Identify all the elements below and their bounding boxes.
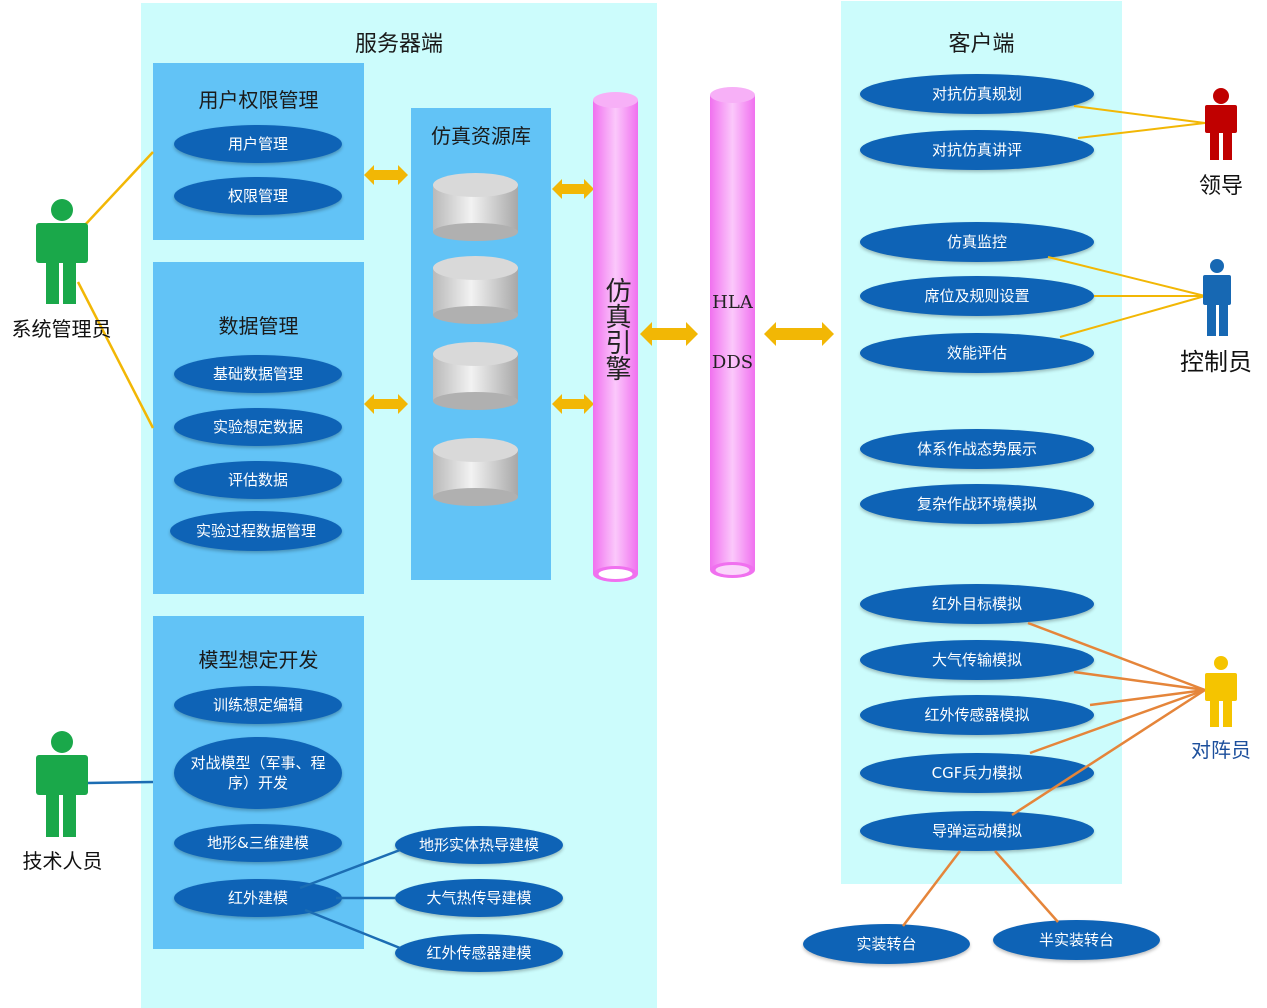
atmosphere-heat-transfer-modeling[interactable]: 大气热传导建模 (395, 879, 563, 917)
ir-sub-connections (299, 848, 401, 950)
confrontation-sim-planning[interactable]: 对抗仿真规划 (860, 74, 1094, 114)
sysadmin-connections (76, 151, 155, 429)
effectiveness-evaluation[interactable]: 效能评估 (860, 333, 1094, 373)
opponent-label: 对阵员 (1191, 738, 1251, 762)
dds-label: DDS (711, 352, 754, 373)
ir-sensor-sim[interactable]: 红外传感器模拟 (860, 695, 1094, 735)
resource-library-title: 仿真资源库 (431, 124, 531, 148)
training-scenario-editing[interactable]: 训练想定编辑 (174, 686, 342, 724)
data-management-title: 数据管理 (218, 314, 299, 338)
sysadmin-label: 系统管理员 (11, 317, 112, 341)
sysadmin-actor-icon (36, 199, 88, 304)
arrow-userperm-lib (364, 165, 408, 185)
client-title: 客户端 (948, 32, 1015, 57)
missile-motion-sim[interactable]: 导弹运动模拟 (860, 811, 1094, 851)
evaluation-data[interactable]: 评估数据 (174, 461, 342, 499)
real-turntable[interactable]: 实装转台 (803, 924, 970, 964)
leader-label: 领导 (1198, 174, 1243, 199)
database-cylinders (433, 173, 518, 506)
semi-real-turntable[interactable]: 半实装转台 (993, 920, 1160, 960)
system-combat-situation-display[interactable]: 体系作战态势展示 (860, 429, 1094, 469)
tech-actor-icon (36, 731, 88, 837)
opponent-connections (1011, 621, 1206, 817)
arrow-middleware-client (764, 322, 834, 346)
ir-sensor-modeling[interactable]: 红外传感器建模 (395, 934, 563, 972)
double-arrows (364, 165, 834, 414)
complex-combat-environment-sim[interactable]: 复杂作战环境模拟 (860, 484, 1094, 524)
server-title: 服务器端 (354, 32, 443, 57)
controller-label: 控制员 (1180, 348, 1252, 376)
user-management[interactable]: 用户管理 (174, 125, 342, 163)
infrared-modeling[interactable]: 红外建模 (174, 879, 342, 917)
basic-data-management[interactable]: 基础数据管理 (174, 355, 342, 393)
hla-label: HLA (712, 292, 753, 313)
simulation-engine-pipe (593, 92, 638, 582)
sim-monitoring[interactable]: 仿真监控 (860, 222, 1094, 262)
database-icon (433, 256, 518, 324)
combat-model-development[interactable]: 对战模型（军事、程序）开发 (174, 737, 342, 809)
terrain-3d-modeling[interactable]: 地形&三维建模 (174, 824, 342, 862)
line-sysadmin-datamgmt (76, 281, 155, 429)
arrow-lib-engine-bottom (552, 394, 594, 414)
ir-target-sim[interactable]: 红外目标模拟 (860, 584, 1094, 624)
database-icon (433, 173, 518, 241)
database-icon (433, 342, 518, 410)
middleware-pipe (710, 87, 755, 578)
experiment-scenario-data[interactable]: 实验想定数据 (174, 408, 342, 446)
arrow-lib-engine-top (552, 179, 594, 199)
experiment-process-data-management[interactable]: 实验过程数据管理 (170, 511, 342, 551)
confrontation-sim-review[interactable]: 对抗仿真讲评 (860, 130, 1094, 170)
line-sysadmin-userperm (83, 151, 154, 227)
arrow-datamgmt-lib (364, 394, 408, 414)
atmosphere-transmission-sim[interactable]: 大气传输模拟 (860, 640, 1094, 680)
user-permission-title: 用户权限管理 (198, 88, 319, 112)
tech-label: 技术人员 (22, 849, 103, 873)
simulation-engine-label: 仿真引擎 (601, 277, 631, 381)
seat-rule-settings[interactable]: 席位及规则设置 (860, 276, 1094, 316)
permission-management[interactable]: 权限管理 (174, 177, 342, 215)
arrow-engine-middleware (640, 322, 698, 346)
leader-connections (1073, 105, 1206, 139)
controller-actor-icon (1203, 259, 1231, 336)
turntable-connections (902, 850, 1059, 927)
controller-connections (1047, 256, 1206, 338)
line-tech-modeldev (87, 780, 154, 785)
opponent-actor-icon (1205, 656, 1237, 727)
terrain-entity-thermal-modeling[interactable]: 地形实体热导建模 (395, 826, 563, 864)
leader-actor-icon (1205, 88, 1237, 160)
database-icon (433, 438, 518, 506)
model-development-title: 模型想定开发 (198, 648, 319, 672)
